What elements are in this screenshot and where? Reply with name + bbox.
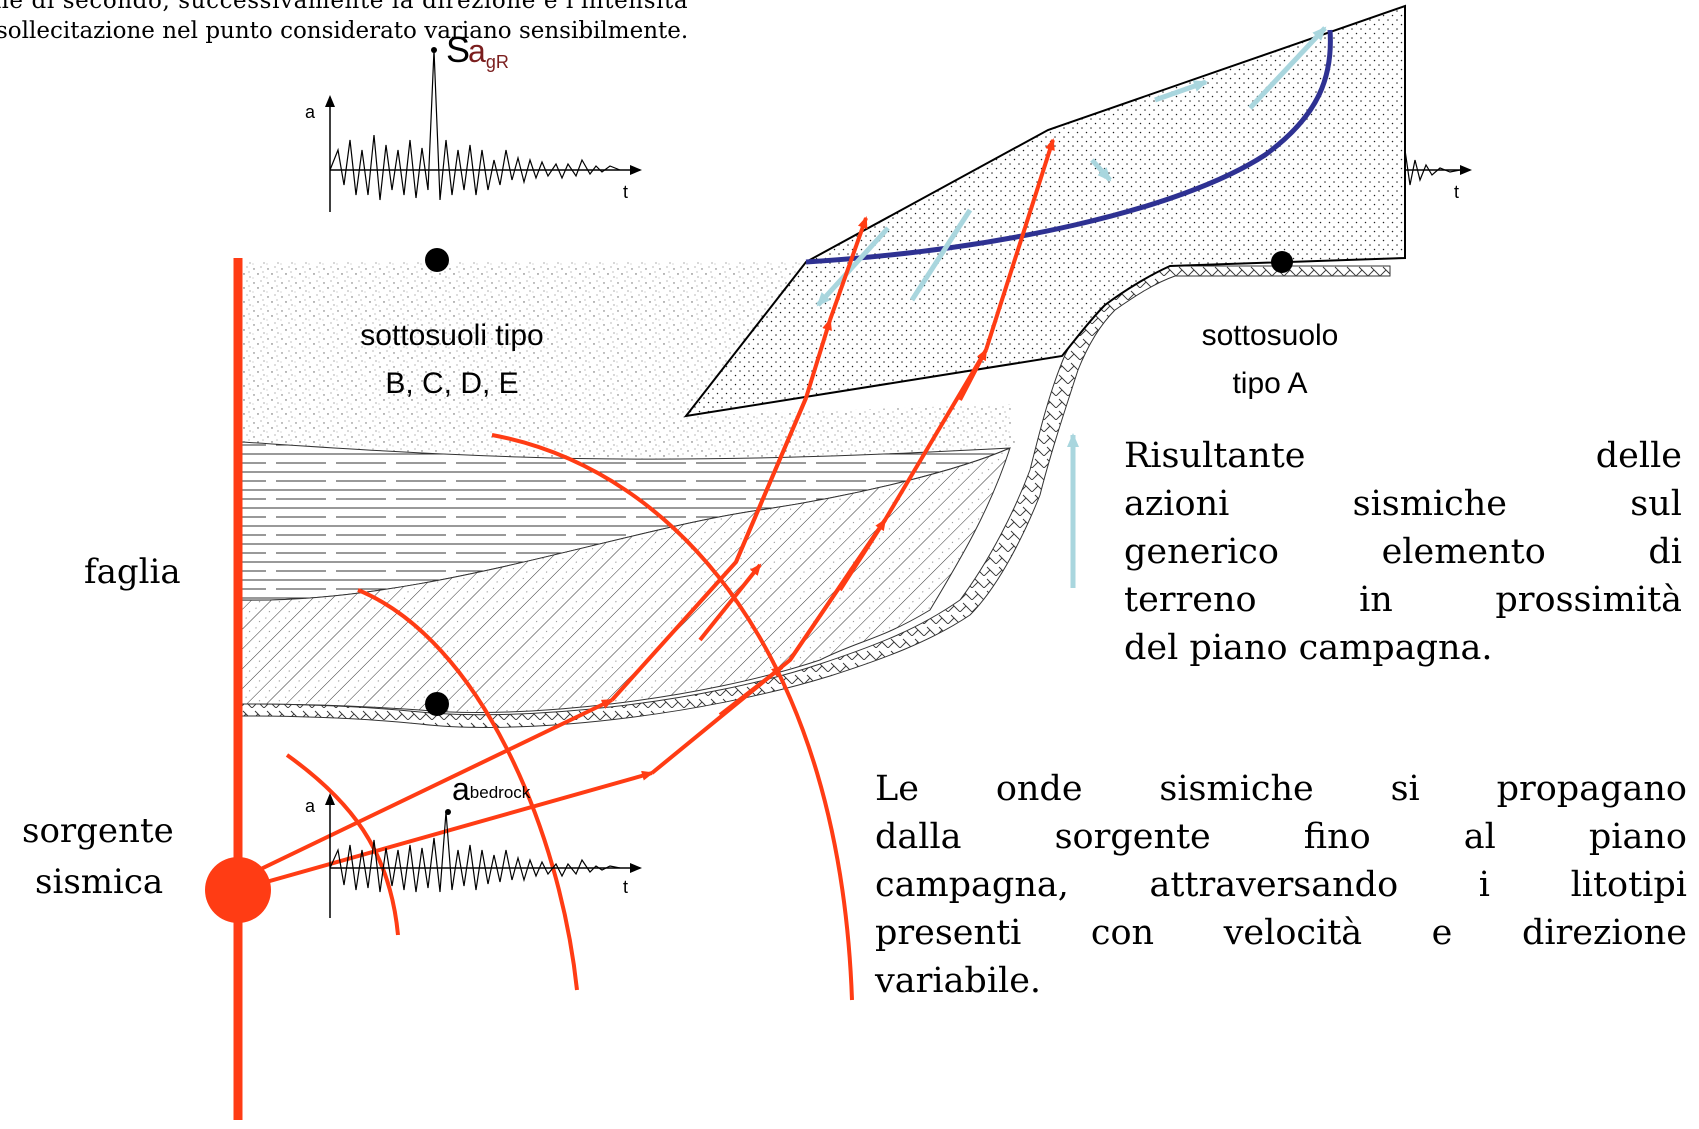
- resultant-line-2: azioni sismiche sul: [1124, 480, 1682, 528]
- bedrock-axis-t: t: [623, 877, 628, 897]
- word: e: [1431, 913, 1453, 953]
- surface-accel-label: SagR: [446, 29, 509, 72]
- word: presenti: [875, 913, 1022, 953]
- seismic-source: [205, 857, 271, 923]
- word: prossimità: [1495, 580, 1682, 620]
- word: Risultante: [1124, 436, 1306, 476]
- word: sismiche: [1352, 484, 1507, 524]
- word: litotipi: [1570, 865, 1687, 905]
- word: sismiche: [1159, 769, 1314, 809]
- word: sorgente: [1054, 817, 1211, 857]
- word: velocità: [1223, 913, 1363, 953]
- word: di: [1648, 532, 1682, 572]
- word: in: [1359, 580, 1393, 620]
- description-line-4: presenti con velocità e direzione: [875, 909, 1687, 957]
- word: terreno: [1124, 580, 1257, 620]
- word: generico: [1124, 532, 1279, 572]
- word: con: [1090, 913, 1155, 953]
- description-text: Le onde sismiche si propagano dalla sorgente f…: [875, 765, 1687, 1005]
- resultant-line-5: del piano campagna.: [1124, 628, 1493, 668]
- word: delle: [1595, 436, 1682, 476]
- bedrock-axis-a: a: [305, 796, 316, 816]
- description-line-1: Le onde sismiche si propagano: [875, 765, 1687, 813]
- word: al: [1463, 817, 1496, 857]
- word: onde: [995, 769, 1083, 809]
- description-line-2: dalla sorgente fino al piano: [875, 813, 1687, 861]
- word: si: [1390, 769, 1420, 809]
- outcrop-accelerogram: [1404, 149, 1472, 186]
- resultant-line-1: Risultante delle: [1124, 432, 1682, 480]
- word: Le: [875, 769, 919, 809]
- word: elemento: [1381, 532, 1546, 572]
- bedrock-point: [425, 692, 449, 716]
- word: dalla: [875, 817, 962, 857]
- word: sul: [1630, 484, 1682, 524]
- intro-line-1: ne di secondo, successivamente la direzi…: [0, 0, 689, 14]
- word: i: [1478, 865, 1490, 905]
- surface-axis-t: t: [623, 182, 628, 202]
- resultant-arrows: [816, 26, 1327, 307]
- seismic-rays-upper: [734, 397, 887, 662]
- hill-body: [683, 4, 1406, 418]
- word: azioni: [1124, 484, 1230, 524]
- soil-bcde-label-2: B, C, D, E: [385, 367, 518, 400]
- surface-accelerogram: [325, 47, 642, 212]
- resultant-line-3: generico elemento di: [1124, 528, 1682, 576]
- soil-bcde-label-1: sottosuoli tipo: [360, 319, 543, 352]
- word: direzione: [1521, 913, 1687, 953]
- soil-a-label-1: sottosuolo: [1202, 319, 1339, 352]
- rock-outcrop-point: [1271, 251, 1293, 273]
- description-line-3: campagna, attraversando i litotipi: [875, 861, 1687, 909]
- source-label-2: sismica: [35, 862, 163, 902]
- intro-line-2: sollecitazione nel punto considerato var…: [0, 18, 689, 44]
- word: campagna,: [875, 865, 1069, 905]
- word: propagano: [1496, 769, 1687, 809]
- resultant-line-4: terreno in prossimità: [1124, 576, 1682, 624]
- outcrop-axis-t: t: [1454, 182, 1459, 202]
- description-line-5: variabile.: [875, 961, 1042, 1001]
- bedrock-boundary: [241, 265, 1391, 728]
- soil-a-label-2: tipo A: [1232, 367, 1307, 400]
- source-label-1: sorgente: [22, 811, 174, 851]
- fault-label: faglia: [84, 552, 181, 592]
- word: attraversando: [1149, 865, 1399, 905]
- soil-layer-bcde: [242, 262, 1015, 465]
- intro-text: ne di secondo, successivamente la direzi…: [0, 0, 940, 46]
- surface-axis-a: a: [305, 102, 316, 122]
- word: piano: [1588, 817, 1687, 857]
- surface-point: [425, 248, 449, 272]
- word: fino: [1303, 817, 1371, 857]
- bedrock-accel-label: abedrock: [452, 771, 531, 807]
- bedrock-accelerogram: [325, 793, 642, 918]
